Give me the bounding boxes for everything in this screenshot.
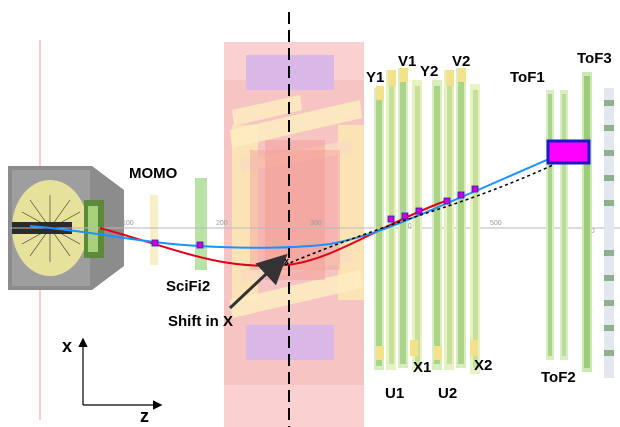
tick-200: 200 [216, 220, 228, 227]
label-u1: U1 [385, 385, 404, 402]
label-shift: Shift in X [168, 313, 233, 330]
hit-marker [387, 215, 395, 223]
label-z-axis: z [140, 406, 149, 426]
shift-marker: x [284, 256, 289, 266]
tick-100: 100 [122, 220, 134, 227]
tof-hit-box [546, 139, 591, 165]
hit-marker [457, 191, 465, 199]
magnet [224, 42, 364, 427]
hit-marker [151, 239, 159, 247]
blue-track [29, 151, 566, 249]
label-u2: U2 [438, 385, 457, 402]
arrow-up-right-icon [228, 253, 288, 310]
momo-detector [150, 195, 158, 265]
label-x1: X1 [413, 359, 431, 376]
hit-marker [196, 241, 204, 249]
label-v1: V1 [398, 53, 416, 70]
label-v2: V2 [452, 53, 470, 70]
label-tof3: ToF3 [577, 50, 612, 67]
label-momo: MOMO [129, 165, 178, 182]
hit-markers [151, 185, 479, 249]
label-tof2: ToF2 [541, 369, 576, 386]
label-scifi2: SciFi2 [166, 278, 210, 295]
tick-500: 500 [490, 220, 502, 227]
tick-300: 300 [310, 220, 322, 227]
coordinate-axes: x z [62, 336, 163, 426]
hit-marker [443, 197, 451, 205]
tof-walls [546, 72, 614, 378]
hit-marker [471, 185, 479, 193]
label-tof1: ToF1 [510, 69, 545, 86]
hit-marker [401, 212, 409, 220]
hit-marker [415, 207, 423, 215]
label-y1: Y1 [366, 69, 384, 86]
tof3-segments [604, 100, 614, 356]
label-y2: Y2 [420, 63, 438, 80]
label-x-axis: x [62, 336, 72, 356]
label-x2: X2 [474, 357, 492, 374]
